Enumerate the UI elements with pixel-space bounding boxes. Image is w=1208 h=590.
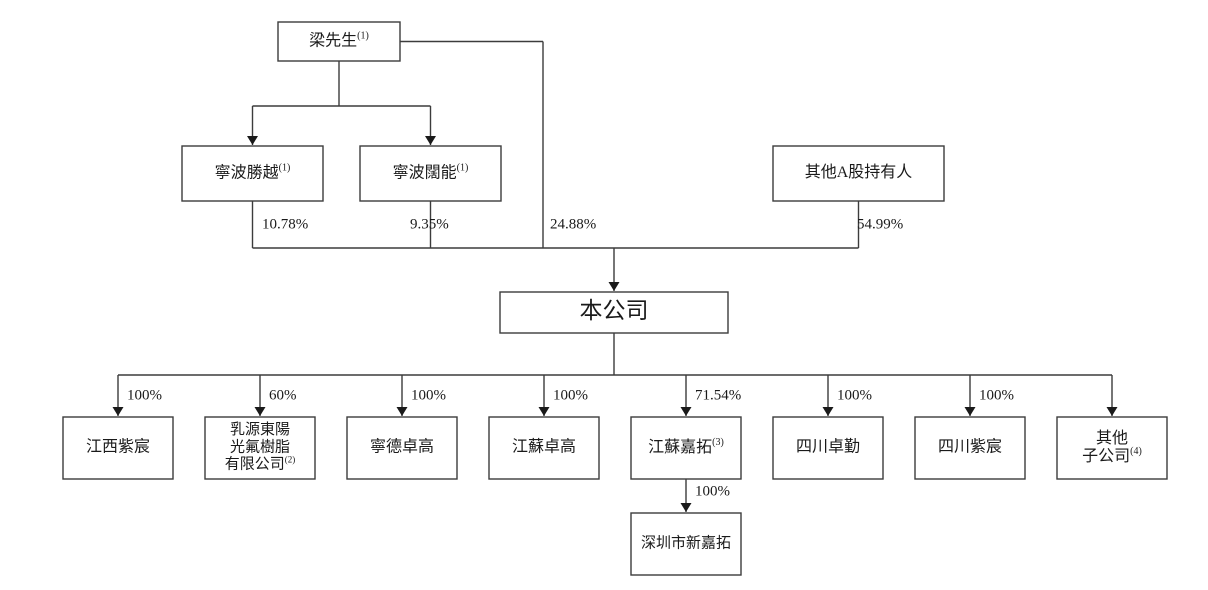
footnote-marker-liang: (1) bbox=[357, 31, 369, 42]
footnote-marker-ruyuan-dy: (2) bbox=[285, 455, 296, 465]
arrow-bus-to-sichuan-zc bbox=[964, 407, 976, 416]
percent-label-pct-jt: 100% bbox=[695, 483, 730, 499]
node-label-sichuan-zq: 四川卓勤 bbox=[796, 438, 860, 456]
percent-label-pct-s3: 100% bbox=[411, 387, 446, 403]
percent-label-pct-2488: 24.88% bbox=[550, 216, 596, 232]
node-sichuan-zc[interactable]: 四川紫宸 bbox=[914, 416, 1026, 480]
node-label-ruyuan-dy: 乳源東陽 bbox=[230, 421, 290, 438]
percent-label-pct-1078: 10.78% bbox=[262, 216, 308, 232]
footnote-marker-ningbo-kn: (1) bbox=[457, 163, 469, 174]
arrow-bus-to-other-subs bbox=[1106, 407, 1118, 416]
node-box-sichuan-zq bbox=[772, 416, 884, 480]
node-jiangxi-zc[interactable]: 江西紫宸 bbox=[62, 416, 174, 480]
percent-label-pct-s7: 100% bbox=[979, 387, 1014, 403]
node-label-ruyuan-dy: 有限公司(2) bbox=[225, 455, 296, 473]
node-liang[interactable]: 梁先生(1) bbox=[277, 21, 401, 62]
percent-label-pct-935: 9.35% bbox=[410, 216, 449, 232]
node-ningbo-sy[interactable]: 寧波勝越(1) bbox=[181, 145, 324, 202]
connector-layer bbox=[112, 40, 1118, 512]
footnote-marker-jiangsu-jt: (3) bbox=[712, 437, 724, 448]
node-label-jiangsu-zg: 江蘇卓高 bbox=[512, 438, 576, 456]
node-label-shenzhen-xjt: 深圳市新嘉拓 bbox=[641, 534, 731, 551]
node-label-jiangsu-jt: 江蘇嘉拓(3) bbox=[648, 437, 724, 455]
node-label-ruyuan-dy: 光氟樹脂 bbox=[230, 438, 290, 455]
arrow-bus-to-ruyuan-dy bbox=[254, 407, 266, 416]
node-label-other-subs: 子公司(4) bbox=[1082, 446, 1142, 464]
arrow-liang-to-ningbo-sy bbox=[247, 136, 258, 145]
arrow-bus-to-jiangsu-zg bbox=[538, 407, 550, 416]
node-label-ningbo-sy: 寧波勝越(1) bbox=[215, 163, 291, 181]
node-ningde-zg[interactable]: 寧德卓高 bbox=[346, 416, 458, 480]
arrow-bus-to-company bbox=[608, 282, 620, 291]
node-jiangsu-jt[interactable]: 江蘇嘉拓(3) bbox=[630, 416, 742, 480]
node-box-ningde-zg bbox=[346, 416, 458, 480]
node-other-a[interactable]: 其他A股持有人 bbox=[772, 145, 945, 202]
node-box-sichuan-zc bbox=[914, 416, 1026, 480]
node-label-sichuan-zc: 四川紫宸 bbox=[938, 438, 1002, 456]
node-box-jiangxi-zc bbox=[62, 416, 174, 480]
arrow-bus-to-ningde-zg bbox=[396, 407, 408, 416]
node-label-other-a: 其他A股持有人 bbox=[805, 163, 913, 181]
node-box-other-a bbox=[772, 145, 945, 202]
node-box-ningbo-sy bbox=[181, 145, 324, 202]
node-box-ruyuan-dy bbox=[204, 416, 316, 480]
percent-label-pct-s1: 100% bbox=[127, 387, 162, 403]
node-label-jiangxi-zc: 江西紫宸 bbox=[86, 438, 150, 456]
arrow-jiangsu-jt-to-shenzhen-xjt bbox=[680, 503, 692, 512]
node-label-ningde-zg: 寧德卓高 bbox=[370, 438, 434, 456]
footnote-marker-other-subs: (4) bbox=[1130, 446, 1142, 457]
node-box-other-subs bbox=[1056, 416, 1168, 480]
node-label-ningbo-kn: 寧波闊能(1) bbox=[393, 163, 469, 181]
arrow-bus-to-jiangsu-jt bbox=[680, 407, 692, 416]
footnote-marker-ningbo-sy: (1) bbox=[279, 163, 291, 174]
percent-label-pct-s6: 100% bbox=[837, 387, 872, 403]
percent-label-layer: 10.78% 9.35% 24.88% 54.99% 100% 60% 100% 100% 71… bbox=[127, 216, 1014, 499]
node-jiangsu-zg[interactable]: 江蘇卓高 bbox=[488, 416, 600, 480]
percent-label-pct-s4: 100% bbox=[553, 387, 588, 403]
node-box-company bbox=[499, 291, 729, 334]
percent-label-pct-5499: 54.99% bbox=[857, 216, 903, 232]
node-box-liang bbox=[277, 21, 401, 62]
node-box-jiangsu-zg bbox=[488, 416, 600, 480]
node-sichuan-zq[interactable]: 四川卓勤 bbox=[772, 416, 884, 480]
node-company[interactable]: 本公司 bbox=[499, 291, 729, 334]
node-ningbo-kn[interactable]: 寧波闊能(1) bbox=[359, 145, 502, 202]
node-label-company: 本公司 bbox=[580, 298, 649, 323]
node-label-other-subs: 其他 bbox=[1096, 429, 1128, 447]
node-box-ningbo-kn bbox=[359, 145, 502, 202]
arrow-liang-to-ningbo-kn bbox=[425, 136, 436, 145]
percent-label-pct-s5: 71.54% bbox=[695, 387, 741, 403]
node-shenzhen-xjt[interactable]: 深圳市新嘉拓 bbox=[630, 512, 742, 576]
node-box-shenzhen-xjt bbox=[630, 512, 742, 576]
percent-label-pct-s2: 60% bbox=[269, 387, 297, 403]
arrow-bus-to-jiangxi-zc bbox=[112, 407, 124, 416]
node-label-liang: 梁先生(1) bbox=[309, 31, 369, 49]
node-box-jiangsu-jt bbox=[630, 416, 742, 480]
arrow-bus-to-sichuan-zq bbox=[822, 407, 834, 416]
